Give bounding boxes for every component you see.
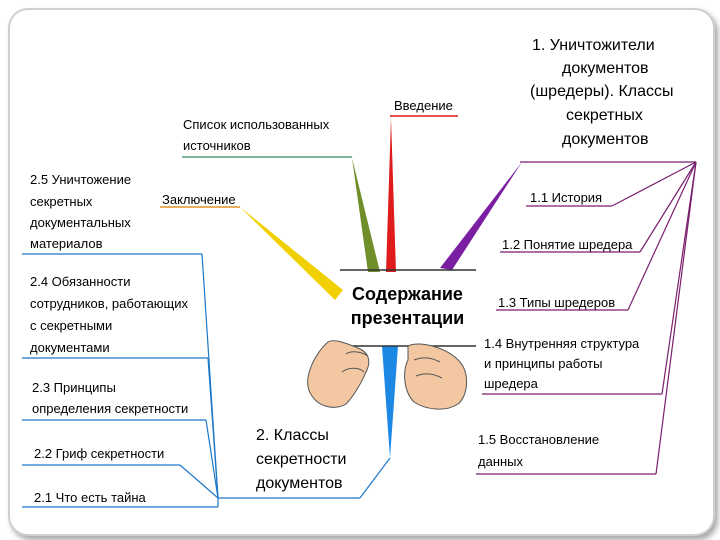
branch1-title-5: документов [562,131,649,148]
branch2-item-5c: документальных [30,215,131,230]
branch1-item-5a: 1.5 Восстановление [478,432,600,447]
branch1-title-3: (шредеры). Классы [530,83,674,100]
branch1-title-2: документов [562,60,649,77]
branch2-wedge [382,346,398,458]
hands-illustration [307,340,467,410]
branch2-item-2: 2.2 Гриф секретности [34,446,165,461]
conclusion-label: Заключение [162,192,236,207]
branch2-item-5a: 2.5 Уничтожение [30,172,132,187]
branch1-item-3: 1.3 Типы шредеров [498,295,616,310]
branch1-item-4a: 1.4 Внутренняя структура [484,336,640,351]
branch2-item-4a: 2.4 Обязанности [30,274,131,289]
slide-frame [8,8,715,536]
branch2-item-4c: с секретными [30,318,113,333]
branch1-item-5b: данных [478,454,524,469]
sources-label-2: источников [183,138,251,153]
center-title-line2: презентации [350,308,465,328]
center-title: Содержание презентации [340,270,475,346]
branch2-item-5b: секретных [30,194,93,209]
branch1-title-4: секретных [566,107,643,124]
branch2-item-3a: 2.3 Принципы [32,380,116,395]
conclusion-wedge [240,207,343,300]
branch1-item-4b: и принципы работы [484,356,603,371]
branch2-title-1: 2. Классы [256,427,329,444]
branch1-item-1: 1.1 История [530,190,603,205]
branch2-item-4b: сотрудников, работающих [30,296,189,311]
branch1-title-1: 1. Уничтожители [532,37,655,54]
branch1-item-2: 1.2 Понятие шредера [502,237,633,252]
intro-wedge [386,118,396,272]
sources-label-1: Список использованных [183,117,330,132]
intro-label: Введение [394,98,453,113]
branch2-title-2: секретности [256,451,347,468]
branch1-item-4c: шредера [484,376,538,391]
branch2-item-4d: документами [30,340,110,355]
branch2-title-3: документов [256,475,343,492]
sources-wedge [352,158,380,272]
branch2-item-1: 2.1 Что есть тайна [34,490,146,505]
branch2-item-5d: материалов [30,236,103,251]
center-title-line1: Содержание [352,284,463,304]
branch1-wedge [440,162,522,270]
branch2-item-3b: определения секретности [32,401,189,416]
